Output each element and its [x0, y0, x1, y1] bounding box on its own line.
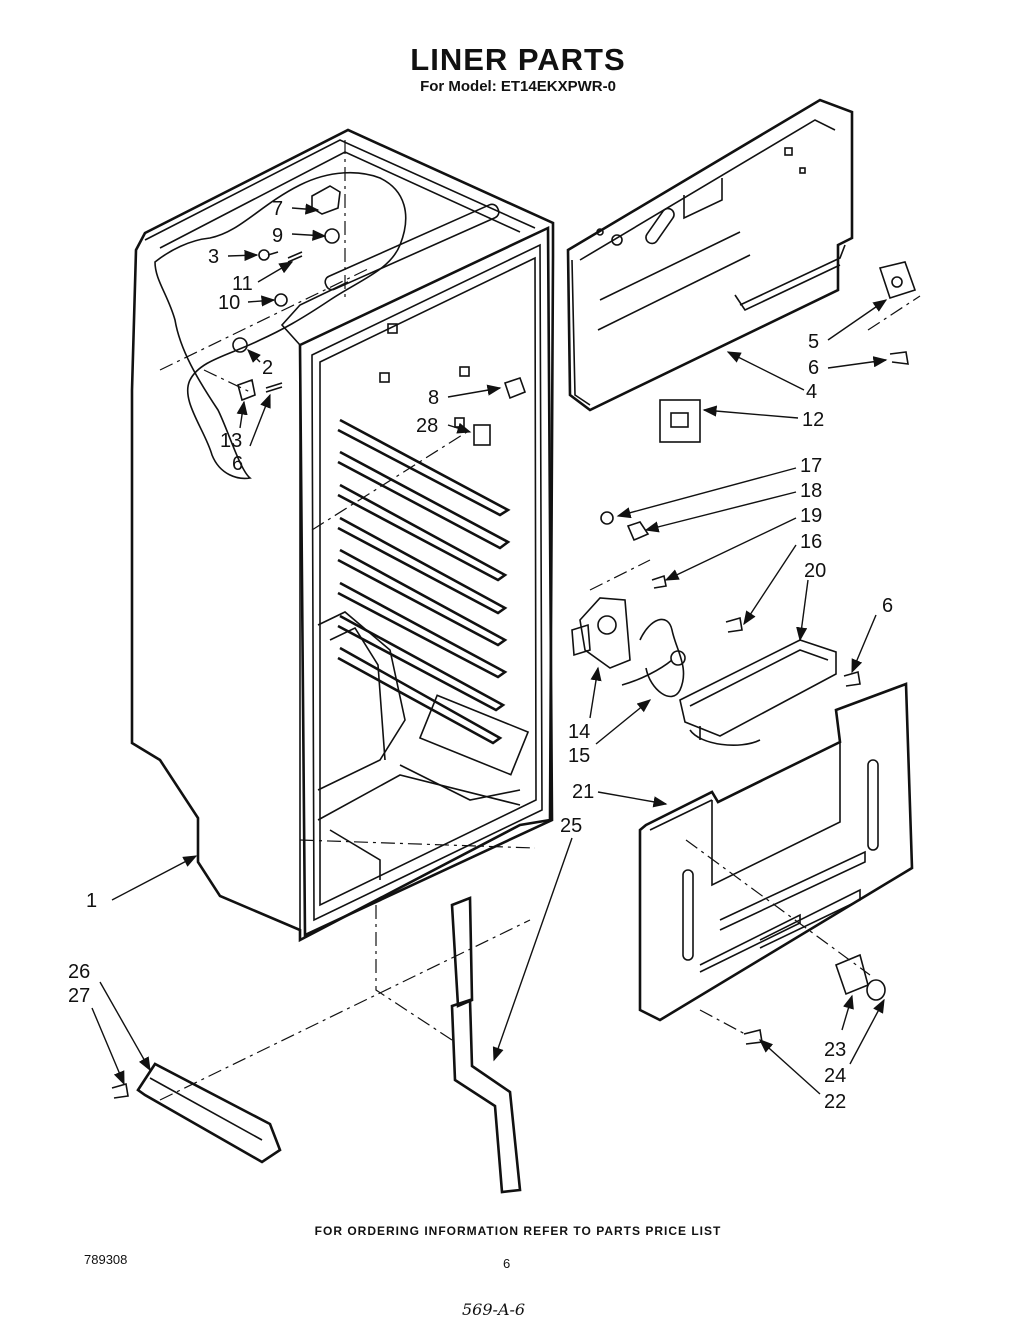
page-title: LINER PARTS — [410, 42, 626, 77]
callout-22: 22 — [824, 1091, 846, 1113]
upper-back-panel — [566, 98, 854, 412]
document-number: 789308 — [84, 1252, 128, 1267]
callout-26: 26 — [68, 961, 90, 983]
callout-28: 28 — [416, 415, 438, 437]
callout-12: 12 — [802, 409, 824, 431]
callout-13: 13 — [220, 430, 242, 452]
callout-18: 18 — [800, 480, 822, 502]
callout-leaders — [91, 203, 888, 1095]
callout-24: 24 — [824, 1065, 846, 1087]
callout-19: 19 — [800, 505, 822, 527]
callout-6c: 6 — [882, 595, 893, 617]
model-subtitle: For Model: ET14EKXPWR-0 — [420, 78, 616, 95]
callout-3: 3 — [208, 246, 219, 268]
callout-numbers: 7 9 3 11 10 2 13 6 8 28 5 6 4 12 17 18 1… — [68, 198, 893, 1113]
callout-10: 10 — [218, 292, 240, 314]
callout-11: 11 — [232, 273, 253, 295]
callout-17: 17 — [800, 455, 822, 477]
small-parts — [111, 185, 917, 1194]
callout-8: 8 — [428, 387, 439, 409]
callout-1: 1 — [86, 890, 97, 912]
fan-assembly — [571, 597, 837, 746]
callout-27: 27 — [68, 985, 90, 1007]
callout-6a: 6 — [232, 453, 243, 475]
alignment-lines — [159, 140, 921, 1101]
cabinet-outline — [130, 128, 555, 943]
callout-6b: 6 — [808, 357, 819, 379]
callout-7: 7 — [272, 198, 283, 220]
callout-5: 5 — [808, 331, 819, 353]
callout-15: 15 — [568, 745, 590, 767]
callout-9: 9 — [272, 225, 283, 247]
lower-back-panel — [638, 682, 914, 1022]
callout-21: 21 — [572, 781, 594, 803]
handwritten-note: 569-A-6 — [462, 1300, 526, 1319]
callout-25: 25 — [560, 815, 582, 837]
callout-4: 4 — [806, 381, 817, 403]
callout-14: 14 — [568, 721, 590, 743]
callout-20: 20 — [804, 560, 826, 582]
callout-2: 2 — [262, 357, 273, 379]
callout-23: 23 — [824, 1039, 846, 1061]
page-number: 6 — [503, 1256, 511, 1271]
ordering-note: FOR ORDERING INFORMATION REFER TO PARTS … — [314, 1224, 722, 1238]
callout-16: 16 — [800, 531, 822, 553]
